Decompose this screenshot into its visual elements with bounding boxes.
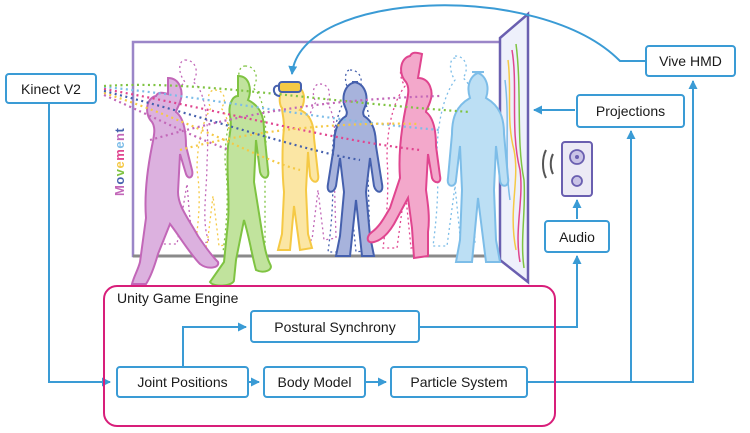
kinect-label: Kinect V2 — [21, 80, 81, 97]
vive-hmd-box: Vive HMD — [645, 45, 736, 77]
participant-1 — [130, 76, 220, 285]
body-box: Body Model — [263, 366, 366, 398]
participant-4 — [326, 81, 384, 257]
connectors — [48, 4, 698, 387]
movement-letter: o — [112, 176, 127, 185]
trailing-silhouettes — [162, 55, 476, 253]
postural-label: Postural Synchrony — [274, 318, 396, 335]
movement-trails — [103, 83, 471, 172]
projections-box: Projections — [576, 94, 685, 128]
unity-engine-container — [103, 285, 556, 427]
participant-6 — [446, 71, 510, 263]
movement-letter: e — [112, 160, 127, 169]
postural-box: Postural Synchrony — [250, 310, 420, 343]
movement-letter: v — [112, 168, 127, 177]
particle-label: Particle System — [410, 374, 508, 390]
participant-5 — [366, 51, 442, 260]
engine-title: Unity Game Engine — [117, 290, 239, 306]
movement-label: Movement — [112, 128, 127, 196]
vr-headset-icon — [272, 81, 302, 97]
projection-wall — [498, 11, 530, 285]
participant-2 — [208, 74, 272, 287]
movement-letter: n — [112, 132, 127, 141]
audio-label: Audio — [559, 228, 595, 245]
kinect-box: Kinect V2 — [5, 73, 97, 104]
joint-box: Joint Positions — [116, 366, 249, 398]
participant-3 — [276, 83, 320, 252]
movement-letter: m — [112, 148, 127, 161]
audio-box: Audio — [544, 220, 610, 253]
projections-label: Projections — [595, 103, 666, 119]
joint-label: Joint Positions — [137, 374, 228, 390]
particle-box: Particle System — [390, 366, 528, 398]
body-label: Body Model — [277, 374, 352, 390]
movement-letter: t — [112, 127, 127, 133]
speaker-icon — [542, 141, 593, 197]
movement-letter: M — [112, 184, 127, 196]
vive-label: Vive HMD — [659, 53, 722, 69]
participant-silhouettes — [130, 51, 510, 287]
movement-letter: e — [112, 140, 127, 149]
